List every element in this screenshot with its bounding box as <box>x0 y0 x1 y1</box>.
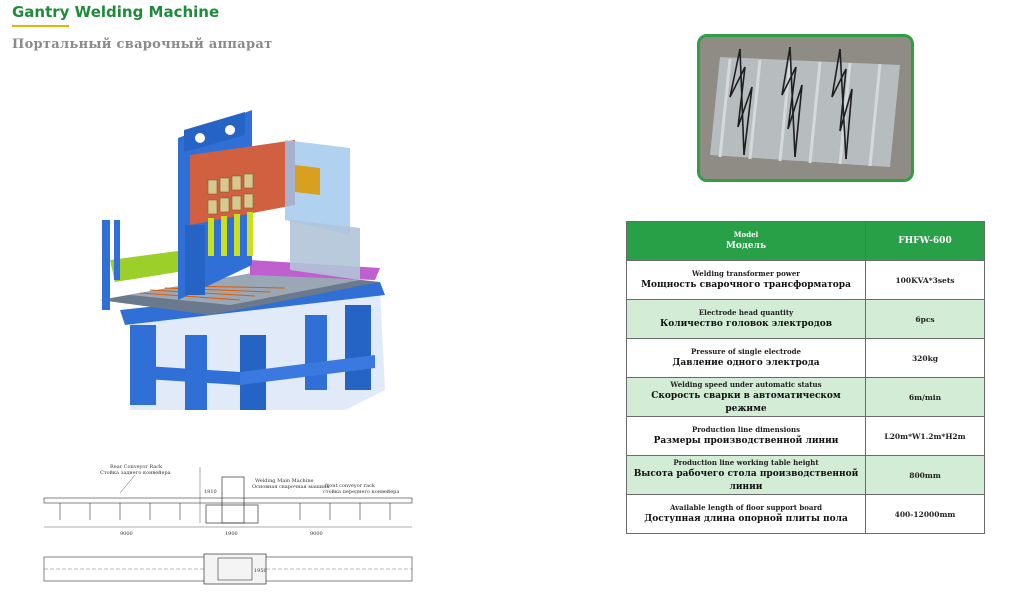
row-label-en: Production line working table height <box>673 457 819 467</box>
row-label-ru: Мощность сварочного трансформатора <box>641 280 851 290</box>
row-label-en: Electrode head quantity <box>698 308 794 317</box>
row-label-ru: Размеры производственной линии <box>653 436 839 446</box>
floor-deck-image <box>700 37 911 179</box>
table-header-row: Model Модель FHFW-600 <box>626 221 985 261</box>
row-value: 800mm <box>865 455 985 495</box>
row-label-ru: Доступная длина опорной плиты пола <box>644 514 848 524</box>
row-label-en: Production line dimensions <box>691 425 801 434</box>
model-label-en: Model <box>733 230 759 239</box>
row-label-ru: Давление одного электрода <box>672 358 820 368</box>
row-value: 6m/min <box>865 377 985 417</box>
dim-right: 9000 <box>310 531 323 537</box>
machine-3d-illustration <box>100 110 385 410</box>
model-header-value: FHFW-600 <box>865 221 985 261</box>
row-label-ru: Количество головок электродов <box>660 319 832 329</box>
front-rack-label-ru: стойка переднего конвейера <box>323 489 399 495</box>
model-value: FHFW-600 <box>898 236 952 246</box>
row-label-en: Available length of floor support board <box>669 503 823 512</box>
row-value: 100KVA*3sets <box>865 260 985 300</box>
title-underline <box>12 25 69 27</box>
dim-left: 9000 <box>120 531 133 537</box>
page-title: Gantry Welding Machine <box>12 3 220 21</box>
rear-rack-label-ru: Стойка заднего конвейера <box>100 470 171 476</box>
row-value: L20m*W1.2m*H2m <box>865 416 985 456</box>
main-machine-label-ru: Основная сварочная машина <box>252 484 329 490</box>
front-rack-label-en: front conveyor rack <box>325 483 376 489</box>
row-label-en: Welding speed under automatic status <box>670 379 822 389</box>
spec-table: Model Модель FHFW-600 Welding transforme… <box>626 221 985 534</box>
dim-mid: 1900 <box>225 531 238 537</box>
page-subtitle: Портальный сварочный аппарат <box>12 37 273 52</box>
row-label-en: Pressure of single electrode <box>691 347 801 356</box>
row-label-ru: Скорость сварки в автоматическом режиме <box>651 390 841 414</box>
model-label-ru: Модель <box>725 241 767 251</box>
row-label-ru: Высота рабочего стола производственной л… <box>633 468 859 492</box>
dim-width: 1950 <box>254 568 267 574</box>
layout-drawing: Rear Conveyor Rack Стойка заднего конвей… <box>43 464 413 585</box>
dim-height: 1810 <box>204 489 217 495</box>
row-value: 320kg <box>865 338 985 378</box>
rear-rack-label-en: Rear Conveyor Rack <box>110 464 163 470</box>
main-machine-label-en: Welding Main Machine <box>255 478 314 484</box>
row-value: 6pcs <box>865 299 985 339</box>
row-value: 400-12000mm <box>865 494 985 534</box>
row-label-en: Welding transformer power <box>692 269 800 278</box>
model-header-label: Model Модель <box>626 221 866 261</box>
product-photo <box>697 34 914 182</box>
